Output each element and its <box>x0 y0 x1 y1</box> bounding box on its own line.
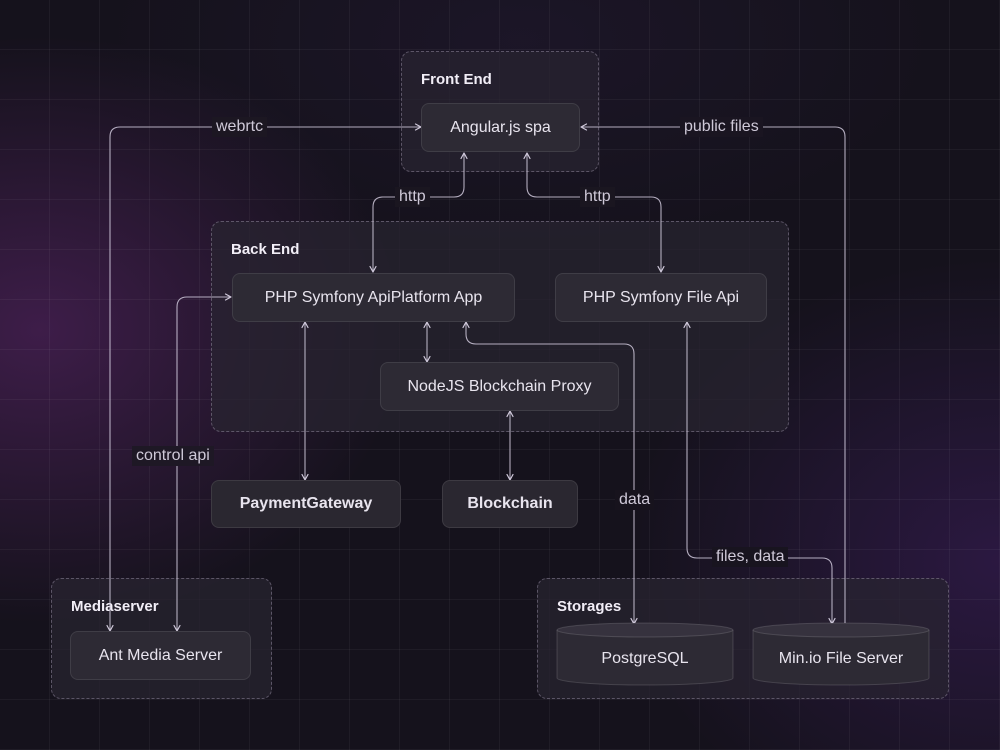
node-postgresql[interactable]: PostgreSQL <box>601 650 689 667</box>
edge-label-control-api: control api <box>132 446 214 466</box>
node-minio-file-server[interactable]: Min.io File Server <box>778 650 904 667</box>
edge-files-data <box>683 321 836 625</box>
edge-http-file <box>523 152 665 273</box>
node-nodejs-proxy[interactable]: NodeJS Blockchain Proxy <box>380 362 619 411</box>
edge-label-files-data: files, data <box>712 547 789 567</box>
group-label-front-end: Front End <box>421 71 492 88</box>
edge-label-http-api: http <box>395 187 430 207</box>
node-blockchain[interactable]: Blockchain <box>442 480 578 528</box>
node-php-apiplatform[interactable]: PHP Symfony ApiPlatform App <box>232 273 515 322</box>
node-ant-media-server[interactable]: Ant Media Server <box>70 631 251 680</box>
edge-label-public-files: public files <box>680 117 763 137</box>
edge-label-webrtc: webrtc <box>212 117 268 137</box>
node-payment-gateway[interactable]: PaymentGateway <box>211 480 401 528</box>
postgres-cylinder <box>556 622 734 686</box>
edge-control-api <box>173 293 232 632</box>
edge-webrtc <box>106 123 422 632</box>
node-angular-spa[interactable]: Angular.js spa <box>421 103 580 152</box>
edge-http-api <box>369 152 468 273</box>
edge-data <box>462 321 638 625</box>
edge-public-files <box>580 123 846 624</box>
edge-label-http-file: http <box>580 187 615 207</box>
edge-label-data: data <box>615 490 655 510</box>
minio-cylinder <box>752 622 930 686</box>
node-php-file-api[interactable]: PHP Symfony File Api <box>555 273 767 322</box>
